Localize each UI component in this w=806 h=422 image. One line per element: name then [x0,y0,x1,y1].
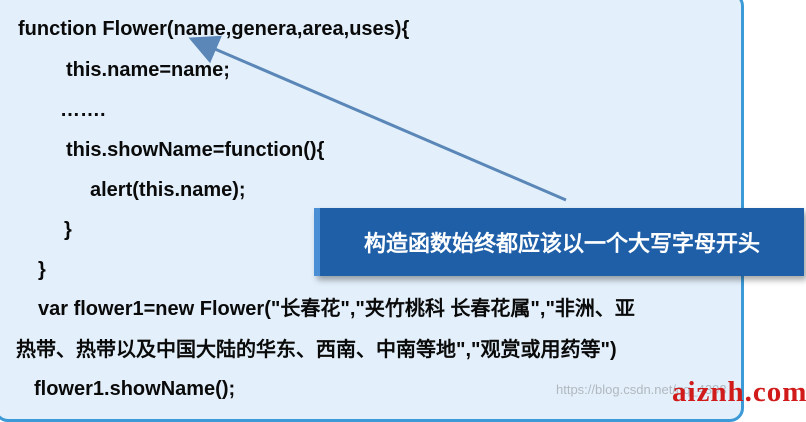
code-line-close-method: } [64,219,72,241]
code-line-close-function: } [38,259,46,281]
callout-box: 构造函数始终都应该以一个大写字母开头 [314,208,804,276]
code-line-alert: alert(this.name); [90,179,246,201]
code-line-call-showname: flower1.showName(); [34,378,236,400]
callout-text: 构造函数始终都应该以一个大写字母开头 [363,232,760,257]
watermark-logo: aiznh.com [672,376,806,408]
code-line-function-declaration: function Flower(name,genera,area,uses){ [18,18,410,40]
code-line-assign-name: this.name=name; [66,59,230,81]
watermark-url: https://blog.csdn.net/qq_4393 [556,382,727,397]
code-line-new-flower-part2: 热带、热带以及中国大陆的华东、西南、中南等地","观赏或用药等") [16,339,617,361]
code-line-showname-method: this.showName=function(){ [66,139,325,161]
code-line-ellipsis: ……. [60,99,106,121]
code-line-new-flower-part1: var flower1=new Flower("长春花","夹竹桃科 长春花属"… [38,298,635,320]
